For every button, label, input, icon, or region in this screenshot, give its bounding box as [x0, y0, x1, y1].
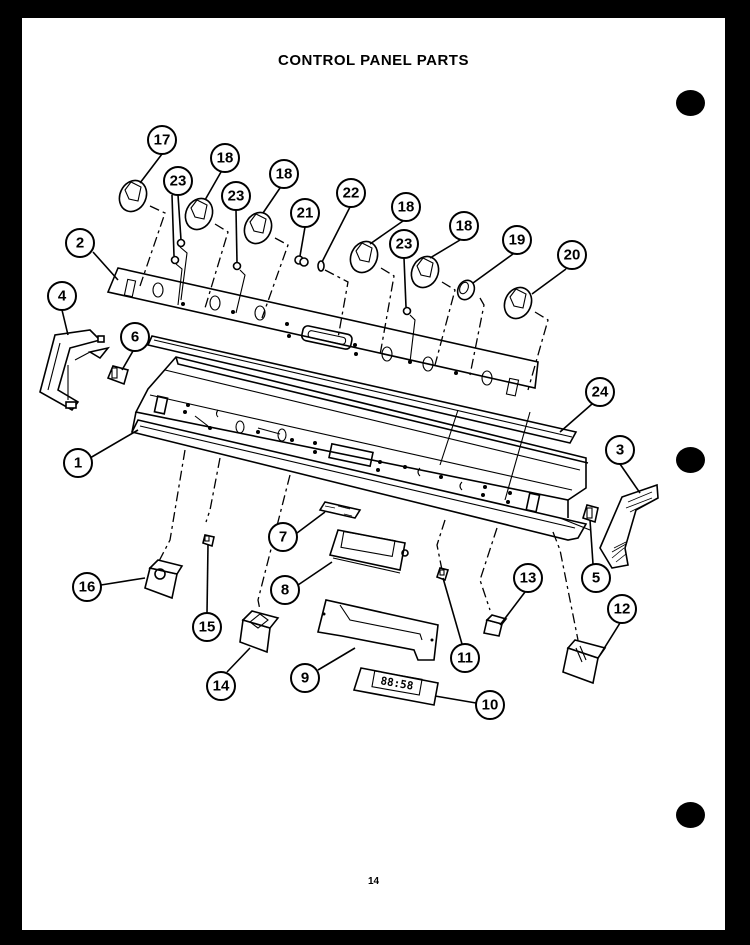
callout-21: 21	[290, 198, 320, 228]
assembly-lines	[139, 205, 591, 641]
part-20-knob	[503, 286, 533, 320]
svg-text:17: 17	[154, 132, 171, 149]
callout-3: 3	[605, 435, 635, 465]
callout-18a: 18	[210, 143, 240, 173]
part-2-overlay-panel	[106, 267, 539, 397]
svg-text:11: 11	[457, 650, 473, 667]
svg-text:10: 10	[482, 697, 499, 714]
part-17-knob	[118, 179, 148, 213]
part-21-indicator-lens	[294, 255, 309, 267]
callout-23b: 23	[221, 181, 251, 211]
callout-13: 13	[513, 563, 543, 593]
part-3-end-bracket	[599, 483, 659, 569]
svg-text:2: 2	[76, 235, 84, 252]
svg-text:12: 12	[614, 601, 631, 618]
callout-12: 12	[607, 594, 637, 624]
part-18-knob	[349, 240, 379, 274]
part-24-trim-strip	[146, 335, 578, 444]
svg-text:8: 8	[281, 582, 289, 599]
callout-8: 8	[270, 575, 300, 605]
callout-22: 22	[336, 178, 366, 208]
part-19-knob-small	[456, 279, 476, 301]
callout-17: 17	[147, 125, 177, 155]
part-18-knob	[243, 211, 273, 245]
callout-23c: 23	[389, 229, 419, 259]
callout-16: 16	[72, 572, 102, 602]
svg-text:18: 18	[398, 199, 415, 216]
part-18-knob	[184, 197, 214, 231]
clock-readout: 88:58	[379, 674, 414, 693]
callout-2: 2	[65, 228, 95, 258]
svg-text:1: 1	[74, 455, 82, 472]
svg-text:4: 4	[58, 288, 67, 305]
callout-19: 19	[502, 225, 532, 255]
part-11-switch	[435, 567, 450, 582]
part-1-control-panel-housing	[130, 356, 589, 541]
svg-text:15: 15	[199, 619, 216, 636]
svg-text:18: 18	[217, 150, 234, 167]
callout-18b: 18	[269, 159, 299, 189]
svg-text:20: 20	[564, 247, 581, 264]
part-4-end-bracket	[39, 329, 111, 412]
svg-text:9: 9	[301, 670, 309, 687]
svg-text:3: 3	[616, 442, 624, 459]
callout-6: 6	[120, 322, 150, 352]
part-8-display-bezel	[328, 529, 409, 574]
punch-hole-icon	[676, 90, 705, 116]
part-18-knob	[410, 255, 440, 289]
svg-text:23: 23	[170, 173, 187, 190]
callout-1: 1	[63, 448, 93, 478]
part-7-display-lens	[318, 501, 362, 519]
callout-24: 24	[585, 377, 615, 407]
svg-text:23: 23	[228, 188, 245, 205]
svg-text:7: 7	[279, 529, 287, 546]
punch-hole-icon	[676, 802, 705, 828]
callout-4: 4	[47, 281, 77, 311]
page-number: 14	[367, 876, 380, 887]
callout-20: 20	[557, 240, 587, 270]
callout-bubbles: 1 2 3 4 5 6 7 8 9 10 11 12 13 14 15 16 1…	[47, 125, 637, 720]
callout-7: 7	[268, 522, 298, 552]
svg-text:22: 22	[343, 185, 360, 202]
callout-18d: 18	[449, 211, 479, 241]
callout-14: 14	[206, 671, 236, 701]
part-6-switch	[106, 365, 129, 386]
svg-text:5: 5	[592, 570, 600, 587]
svg-text:23: 23	[396, 236, 413, 253]
part-13-switch	[483, 614, 508, 637]
callout-18c: 18	[391, 192, 421, 222]
svg-text:16: 16	[79, 579, 96, 596]
callout-23a: 23	[163, 166, 193, 196]
svg-text:6: 6	[131, 329, 139, 346]
page-title: CONTROL PANEL PARTS	[278, 52, 469, 69]
callout-9: 9	[290, 663, 320, 693]
part-22-o-ring	[317, 260, 325, 272]
svg-text:24: 24	[592, 384, 609, 401]
callout-15: 15	[192, 612, 222, 642]
part-15-switch	[202, 534, 215, 548]
part-23-indicator-light	[170, 238, 412, 316]
part-5-switch	[582, 504, 599, 524]
punch-hole-icon	[676, 447, 705, 473]
svg-text:21: 21	[297, 205, 314, 222]
part-10-clock-display: 88:58	[352, 667, 439, 706]
svg-text:19: 19	[509, 232, 526, 249]
part-14-switch	[239, 610, 280, 654]
leader-lines	[61, 153, 641, 704]
callout-10: 10	[475, 690, 505, 720]
part-12-switch	[562, 639, 607, 685]
svg-text:18: 18	[456, 218, 473, 235]
part-9-mounting-bracket	[317, 599, 439, 661]
part-16-rotary-switch	[144, 559, 184, 600]
callout-5: 5	[581, 563, 611, 593]
svg-text:13: 13	[520, 570, 537, 587]
callout-11: 11	[450, 643, 480, 673]
svg-text:18: 18	[276, 166, 293, 183]
svg-text:14: 14	[213, 678, 230, 695]
